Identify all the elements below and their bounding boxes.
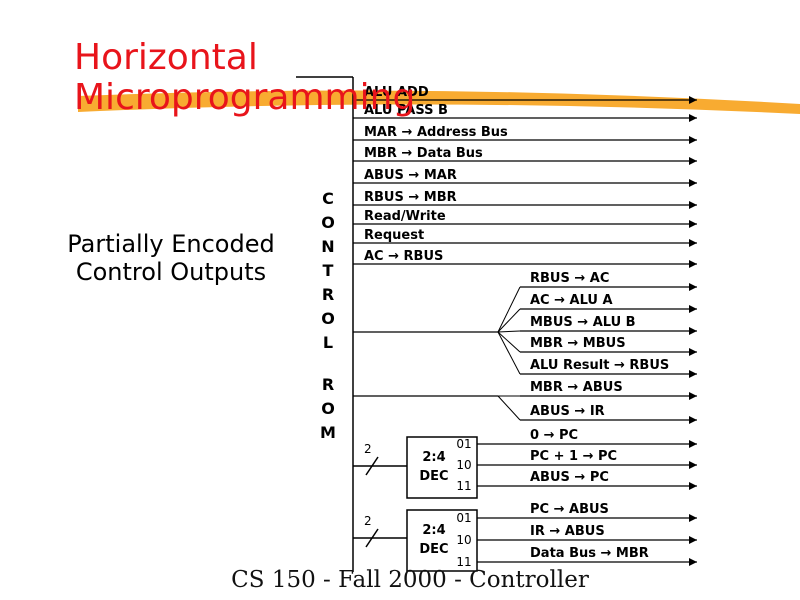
slide-title-line-2: Microprogramming [74,77,416,118]
fanout-group-2: MBR → ABUS ABUS → IR [353,380,697,424]
rom-letter: R [322,375,334,394]
decoder-output-code: 11 [456,555,471,569]
rom-letter: O [321,399,335,418]
rom-letter: O [321,309,335,328]
decoder-box [406,509,478,572]
direct-signal-label: ALU PASS B [364,103,448,118]
decoder-signal-label: PC → ABUS [530,502,609,517]
fanout-branch [497,286,521,333]
direct-signal-label: MAR → Address Bus [364,125,508,140]
title-highlight [78,90,800,114]
fanout-branch [497,395,521,421]
fanout-branch [497,331,521,353]
rom-letter: C [322,189,334,208]
decoder-signal-label: 0 → PC [530,428,578,443]
direct-signal-label: Request [364,228,424,243]
fanout-signal-label: MBUS → ALU B [530,315,636,330]
decoder-signal-label: ABUS → PC [530,470,609,485]
decoder-output-code: 01 [456,437,471,451]
fanout-branch [497,331,521,375]
direct-signal-label: ABUS → MAR [364,168,457,183]
rom-letter: M [320,423,336,442]
fanout-branch [497,308,521,333]
slide-footer: CS 150 - Fall 2000 - Controller [231,567,589,593]
decoder-output-code: 01 [456,511,471,525]
decoder-signal-label: Data Bus → MBR [530,546,649,561]
bus-width-label: 2 [364,442,372,456]
direct-signal-label: AC → RBUS [364,249,443,264]
decoder-signal-label: PC + 1 → PC [530,449,617,464]
decoder-label: 2:4 [422,450,445,465]
rom-letter: R [322,285,334,304]
bus-slash [365,456,379,476]
slide-title-line-1: Horizontal [74,37,258,78]
decoder-label: DEC [419,542,448,557]
rom-letter: T [323,261,334,280]
decoder-output-code: 10 [456,458,471,472]
side-label-line-1: Partially Encoded [67,230,275,258]
fanout-branch [497,330,521,333]
rom-letter: L [323,333,333,352]
fanout-signal-label: MBR → MBUS [530,336,626,351]
decoder-label: DEC [419,469,448,484]
fanout-signal-label: MBR → ABUS [530,380,623,395]
decoder-signal-label: IR → ABUS [530,524,605,539]
bus-width-label: 2 [364,514,372,528]
fanout-signal-label: AC → ALU A [530,293,613,308]
decoder-output-code: 10 [456,533,471,547]
decoder-output-code: 11 [456,479,471,493]
fanout-signal-label: RBUS → AC [530,271,609,286]
rom-letter: N [321,237,334,256]
rom-letter: O [321,213,335,232]
decoder-label: 2:4 [422,523,445,538]
decoder-box [406,436,478,499]
bus-slash [365,528,379,548]
direct-signal-label: ALU ADD [364,85,429,100]
direct-signal-label: RBUS → MBR [364,190,457,205]
fanout-group-1: RBUS → AC AC → ALU A MBUS → ALU B MBR → MBU… [353,271,697,378]
fanout-signal-label: ALU Result → RBUS [530,358,669,373]
direct-signal-label: MBR → Data Bus [364,146,483,161]
fanout-signal-label: ABUS → IR [530,404,605,419]
side-label-line-2: Control Outputs [75,258,267,286]
direct-signal-label: Read/Write [364,209,446,224]
